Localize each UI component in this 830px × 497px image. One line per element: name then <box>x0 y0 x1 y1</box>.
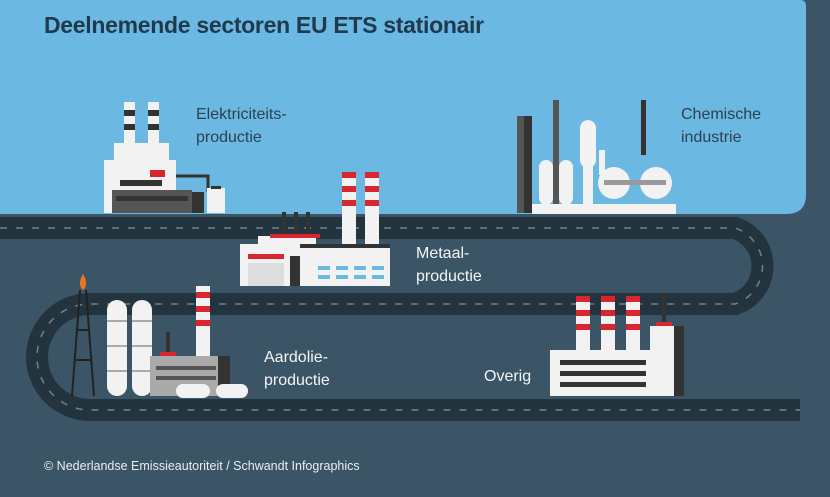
label-elektriciteitsproductie: Elektriciteits- productie <box>196 106 287 146</box>
other-factory-illustration <box>550 294 684 396</box>
page-title: Deelnemende sectoren EU ETS stationair <box>44 12 484 38</box>
label-metaalproductie: Metaal- productie <box>416 245 482 285</box>
road <box>0 217 800 421</box>
chemical-plant-illustration <box>517 100 676 214</box>
oil-refinery-illustration <box>71 274 248 398</box>
label-aardolieproductie: Aardolie- productie <box>264 349 330 389</box>
label-overig: Overig <box>484 368 532 385</box>
power-plant-illustration <box>104 102 225 213</box>
metal-plant-illustration <box>240 172 390 286</box>
label-chemische-industrie: Chemische industrie <box>681 106 762 146</box>
credit-line: © Nederlandse Emissieautoriteit / Schwan… <box>44 459 360 473</box>
